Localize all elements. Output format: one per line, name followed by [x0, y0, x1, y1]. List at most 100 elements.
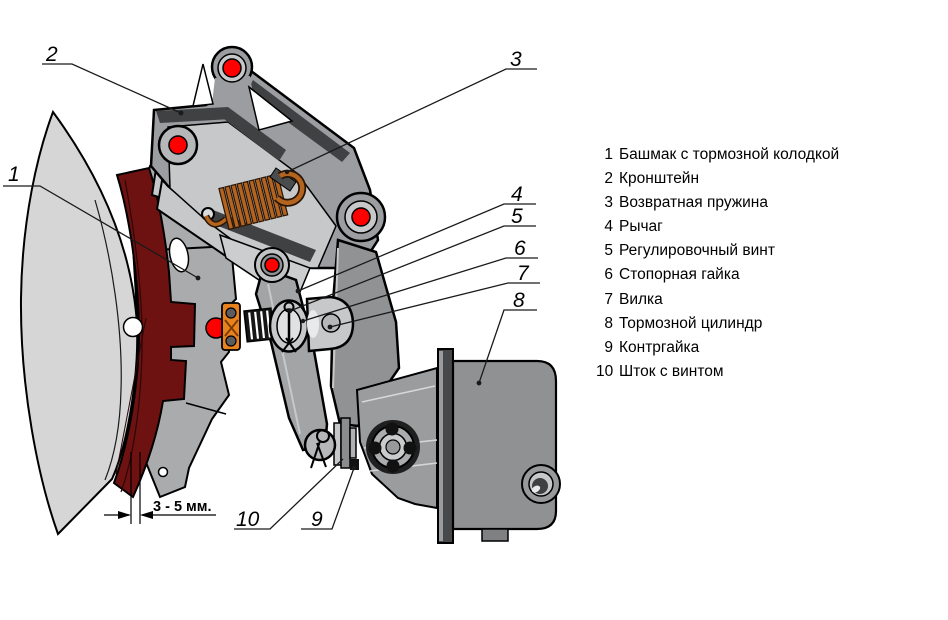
leader-dot-4 — [295, 288, 301, 294]
spring-tail-orange — [204, 215, 228, 226]
leader-line-5 — [289, 225, 536, 312]
callout-9: 9 — [311, 508, 323, 531]
legend-item-num: 9 — [604, 338, 613, 356]
brake-pad-body — [112, 166, 197, 499]
callout-6: 6 — [514, 237, 526, 260]
legend-item-num: 6 — [604, 266, 613, 284]
leader-dot-5 — [287, 308, 293, 314]
spring-hook — [275, 171, 305, 205]
legend-item-7: 7 Вилка — [596, 288, 839, 312]
screw-threads — [243, 307, 275, 343]
dimension-extension-lines — [130, 452, 141, 524]
brake-pad-notch — [122, 316, 144, 338]
leader-line-8 — [478, 309, 537, 384]
legend-item-9: 9 Контргайка — [596, 336, 839, 360]
shoe-clip — [221, 302, 241, 351]
brake-pad-line-2 — [115, 317, 147, 475]
clevis-cotter-pin-icon — [310, 429, 330, 469]
leader-line-4 — [297, 203, 536, 292]
leader-line-3 — [286, 68, 537, 173]
cylinder-foot — [481, 528, 509, 542]
bracket-top-band-diag — [224, 107, 286, 161]
legend-item-label: Тормозной цилиндр — [619, 314, 763, 332]
legend-item-label: Башмак с тормозной колодкой — [619, 146, 840, 163]
pivot-pin-mid-icon — [264, 257, 280, 273]
legend-item-num: 7 — [604, 290, 613, 308]
pivot-pin-right-lug-icon — [351, 207, 371, 227]
legend-item-4: 4 Рычаг — [596, 215, 839, 239]
clevis — [303, 428, 337, 462]
leader-dot-7 — [327, 324, 333, 330]
shoe-holder-hole-bottom — [157, 466, 169, 478]
leader-lines — [3, 63, 540, 530]
legend-item-label: Контргайка — [619, 338, 700, 356]
bracket — [149, 45, 387, 293]
shoe-clip-cross — [224, 319, 239, 337]
legend-item-label: Возвратная пружина — [619, 194, 768, 212]
callout-1: 1 — [8, 163, 20, 186]
fork-hole — [321, 313, 341, 333]
legend-item-8: 8 Тормозной цилиндр — [596, 312, 839, 336]
leader-dot-2 — [178, 110, 184, 116]
bracket-edge-strip — [247, 80, 350, 162]
callout-numbers: 1 2 3 4 5 6 7 8 9 10 — [8, 43, 530, 531]
legend-item-label: Регулировочный винт — [619, 242, 775, 260]
leader-line-9 — [301, 467, 355, 530]
return-spring — [201, 167, 307, 231]
dimension-arrow-left-icon — [118, 511, 131, 519]
rod-flange-hub — [385, 439, 401, 455]
legend-item-label: Рычаг — [619, 218, 663, 236]
bracket-lug-stem — [212, 76, 254, 104]
callout-7: 7 — [517, 262, 530, 285]
callout-2: 2 — [45, 43, 58, 66]
bracket-gap-right — [247, 85, 294, 131]
wheel — [19, 109, 139, 536]
cylinder-port-highlight — [531, 485, 541, 493]
legend-item-3: 3 Возвратная пружина — [596, 191, 839, 215]
dimension-arrow-right-icon — [140, 511, 153, 519]
legend-item-num: 8 — [604, 314, 613, 332]
legend-item-10: 10 Шток с винтом — [596, 360, 839, 384]
leader-line-7 — [329, 282, 540, 328]
pivot-pins — [168, 58, 371, 339]
counter-nut — [350, 459, 359, 470]
leader-line-2 — [42, 63, 182, 114]
dimension-annotation: 3 - 5 мм. — [104, 452, 216, 524]
legend-item-1: 1 Башмак с тормозной колодкой — [596, 143, 839, 167]
leader-dot-8 — [476, 380, 482, 386]
cylinder-flange-edge — [439, 351, 443, 541]
lever-front-edge — [267, 283, 301, 435]
pivot-pin-top-lug-icon — [222, 58, 242, 78]
legend-item-num: 3 — [604, 194, 613, 212]
flange-bolts — [368, 422, 417, 473]
shoe-holder-slot — [168, 237, 190, 273]
legend-item-num: 1 — [604, 146, 613, 163]
callout-10: 10 — [236, 508, 260, 531]
legend-item-label: Шток с винтом — [619, 362, 724, 380]
shoe-clip-pin-bottom — [225, 335, 237, 347]
legend-item-label: Кронштейн — [619, 170, 700, 188]
rod-collar-3 — [349, 427, 357, 459]
legend-item-num: 5 — [604, 242, 613, 260]
shoe-holder-lower-edge — [185, 402, 227, 415]
brake-cylinder — [355, 348, 561, 544]
fork-slot — [307, 310, 319, 338]
callout-5: 5 — [511, 205, 523, 228]
legend-item-label: Вилка — [619, 290, 663, 308]
wheel-tread-line — [94, 199, 122, 481]
callout-4: 4 — [511, 183, 523, 206]
callout-8: 8 — [513, 289, 525, 312]
shoe-clip-pin-top — [225, 307, 237, 319]
bracket-gap-left — [192, 63, 214, 107]
legend-item-num: 4 — [604, 218, 613, 236]
legend-item-num: 10 — [596, 362, 614, 380]
piston-rod-assembly — [303, 417, 359, 470]
leader-dot-9 — [351, 465, 357, 471]
leader-line-10 — [234, 458, 344, 530]
leader-dot-1 — [195, 275, 201, 281]
